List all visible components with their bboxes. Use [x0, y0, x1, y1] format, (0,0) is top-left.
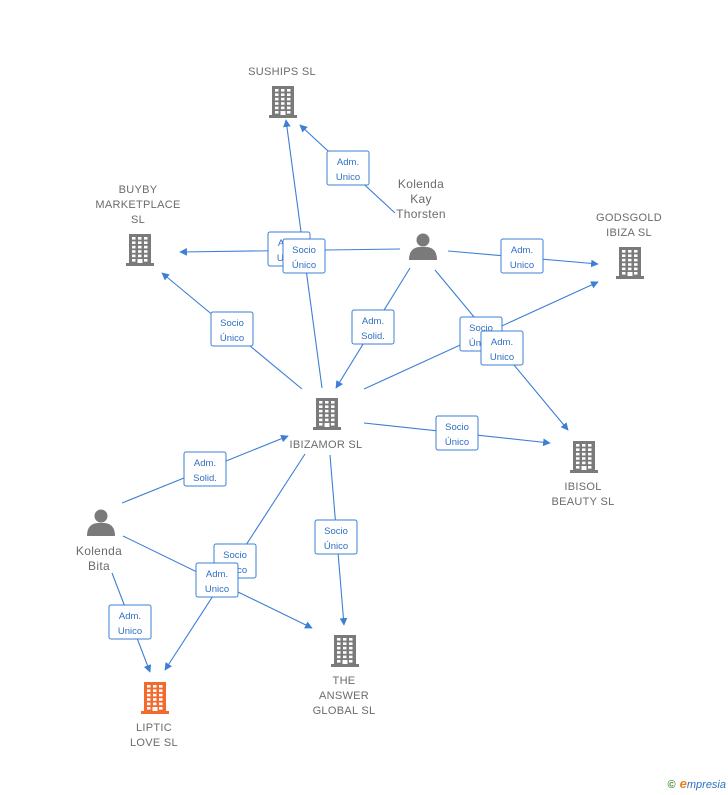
node-ibizamor[interactable]: IBIZAMOR SL: [290, 398, 363, 451]
edges-layer: [111, 119, 599, 673]
empresia-watermark: ©empresia: [668, 776, 726, 791]
edge-label-text: Socio: [292, 245, 316, 256]
edge-label-text: Adm.: [511, 245, 533, 256]
node-suships[interactable]: SUSHIPS SL: [248, 66, 316, 118]
edge-label-text: Solid.: [193, 473, 217, 484]
edge-label-text: Socio: [469, 323, 493, 334]
edge-label-box: [210, 311, 254, 347]
edge-label-text: Adm.: [337, 157, 359, 168]
edge-label-text: Socio: [220, 318, 244, 329]
brand-name: mpresia: [686, 779, 726, 791]
building-icon: [141, 682, 169, 714]
edge-label-text: Unico: [205, 584, 229, 595]
node-label-buyby: BUYBY: [119, 184, 158, 196]
edge-label-box: [326, 150, 370, 186]
node-ibisol[interactable]: IBISOL BEAUTY SL: [551, 441, 614, 508]
node-label-godsgold: IBIZA SL: [606, 227, 652, 239]
edge-label-box: [351, 309, 395, 345]
edge-label-e8[interactable]: Adm. Unico: [480, 330, 524, 366]
edge-label-text: Adm.: [362, 316, 384, 327]
edge-label-text: Unico: [336, 172, 360, 183]
building-icon: [331, 635, 359, 667]
node-buyby[interactable]: BUYBY MARKETPLACE SL: [95, 184, 180, 266]
edge-label-text: Único: [220, 333, 244, 344]
node-label-answer: ANSWER: [319, 690, 369, 702]
node-label-buyby: MARKETPLACE: [95, 199, 180, 211]
edge-label-e13[interactable]: Adm. Unico: [195, 562, 239, 598]
person-icon: [409, 233, 437, 260]
node-label-answer: THE: [333, 675, 356, 687]
edge-label-box: [282, 238, 326, 274]
node-label-kolenda_bita: Kolenda: [76, 544, 122, 558]
edge-label-e4[interactable]: Adm. Unico: [500, 238, 544, 274]
edge-label-e6[interactable]: Adm. Solid.: [351, 309, 395, 345]
node-label-answer: GLOBAL SL: [313, 705, 376, 717]
edge-label-text: Unico: [510, 260, 534, 271]
person-icon: [87, 509, 115, 536]
edge-label-text: Socio: [324, 526, 348, 537]
edge-label-text: Adm.: [206, 569, 228, 580]
edge-labels-layer: Adm.UnicoAdm.UnicoSocioÚnicoAdm.UnicoSoc…: [108, 150, 544, 640]
node-label-buyby: SL: [131, 214, 145, 226]
building-icon: [616, 247, 644, 279]
edge-label-box: [435, 415, 479, 451]
brand-initial: e: [679, 776, 687, 791]
edge-label-text: Socio: [223, 550, 247, 561]
edge-label-text: Adm.: [194, 458, 216, 469]
edge-label-text: Único: [445, 437, 469, 448]
node-label-kolenda_kay: Thorsten: [396, 207, 446, 221]
edge-label-box: [480, 330, 524, 366]
node-godsgold[interactable]: GODSGOLD IBIZA SL: [596, 212, 662, 279]
node-label-kolenda_kay: Kay: [410, 192, 432, 206]
node-label-ibizamor: IBIZAMOR SL: [290, 439, 363, 451]
edge-label-box: [108, 604, 152, 640]
node-label-suships: SUSHIPS SL: [248, 66, 316, 78]
node-label-ibisol: BEAUTY SL: [551, 496, 614, 508]
node-label-kolenda_kay: Kolenda: [398, 177, 444, 191]
edge-label-text: Único: [292, 260, 316, 271]
edge-label-text: Solid.: [361, 331, 385, 342]
edge-label-text: Unico: [118, 626, 142, 637]
node-label-ibisol: IBISOL: [564, 481, 601, 493]
nodes-layer: SUSHIPS SL BUYBY MARKETPLACE SL GODSGOLD IBIZ…: [76, 66, 662, 749]
edge-label-e14[interactable]: Adm. Unico: [108, 604, 152, 640]
edge-label-box: [314, 519, 358, 555]
building-icon: [269, 86, 297, 118]
edge-label-box: [183, 451, 227, 487]
node-label-liptic: LIPTIC: [136, 722, 172, 734]
copyright-symbol: ©: [667, 779, 676, 791]
building-icon: [313, 398, 341, 430]
node-label-liptic: LOVE SL: [130, 737, 178, 749]
edge-label-box: [500, 238, 544, 274]
building-icon: [126, 234, 154, 266]
node-answer[interactable]: THE ANSWER GLOBAL SL: [313, 635, 376, 717]
edge-label-text: Adm.: [491, 337, 513, 348]
building-icon: [570, 441, 598, 473]
edge-label-box: [195, 562, 239, 598]
node-label-kolenda_bita: Bita: [88, 559, 110, 573]
edge-label-text: Adm.: [119, 611, 141, 622]
node-label-godsgold: GODSGOLD: [596, 212, 662, 224]
node-liptic[interactable]: LIPTIC LOVE SL: [130, 682, 178, 749]
edge-label-text: Único: [324, 541, 348, 552]
edge-label-text: Unico: [490, 352, 514, 363]
edge-label-e10[interactable]: Adm. Solid.: [183, 451, 227, 487]
edge-label-text: Socio: [445, 422, 469, 433]
edge-label-e1[interactable]: Adm. Unico: [326, 150, 370, 186]
